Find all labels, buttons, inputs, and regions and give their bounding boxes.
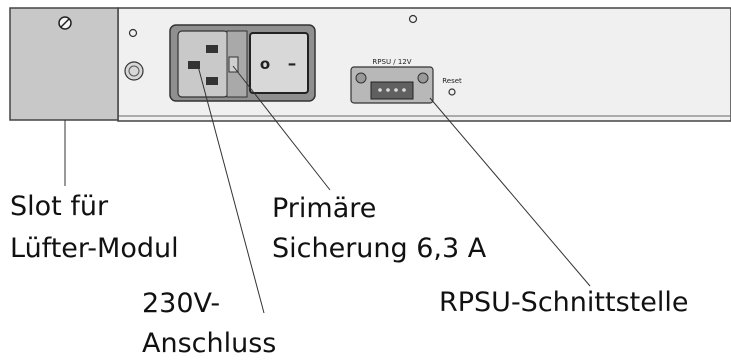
- label-power-line2: Anschluss: [142, 328, 277, 359]
- label-fan-slot-line1: Slot für: [10, 191, 109, 222]
- connector-pin-icon: [394, 88, 398, 92]
- grounding-stud-icon: [124, 61, 144, 81]
- fuse-icon: [228, 56, 239, 73]
- connector-port: [370, 81, 414, 100]
- mount-hole-icon: [128, 28, 138, 38]
- socket-pin-icon: [188, 61, 200, 69]
- power-socket: [177, 30, 229, 98]
- rpsu-port-label: RPSU / 12V: [372, 58, 411, 66]
- connector-pin-icon: [386, 88, 390, 92]
- socket-pin-icon: [206, 45, 218, 53]
- callout-rpsu: [429, 97, 591, 287]
- label-fuse-line2: Sicherung 6,3 A: [272, 233, 487, 264]
- label-fan-slot-line2: Lüfter-Modul: [10, 233, 179, 264]
- label-power-line1: 230V-: [142, 288, 221, 319]
- connector-pin-icon: [402, 88, 406, 92]
- label-rpsu: RPSU-Schnittstelle: [439, 287, 689, 318]
- reset-label: Reset: [442, 77, 462, 85]
- power-switch: [249, 32, 309, 94]
- connector-screw-icon: [355, 72, 367, 84]
- connector-screw-icon: [417, 72, 429, 84]
- socket-pin-icon: [206, 77, 218, 85]
- mount-hole-icon: [408, 14, 418, 24]
- callout-power: [197, 65, 265, 314]
- switch-on-symbol: –: [288, 54, 297, 74]
- screw-icon: [58, 16, 72, 30]
- label-fuse-line1: Primäre: [272, 193, 377, 224]
- callout-fuse: [232, 65, 331, 191]
- connector-pin-icon: [378, 88, 382, 92]
- switch-off-symbol: o: [260, 55, 270, 73]
- reset-button-icon: [448, 88, 456, 96]
